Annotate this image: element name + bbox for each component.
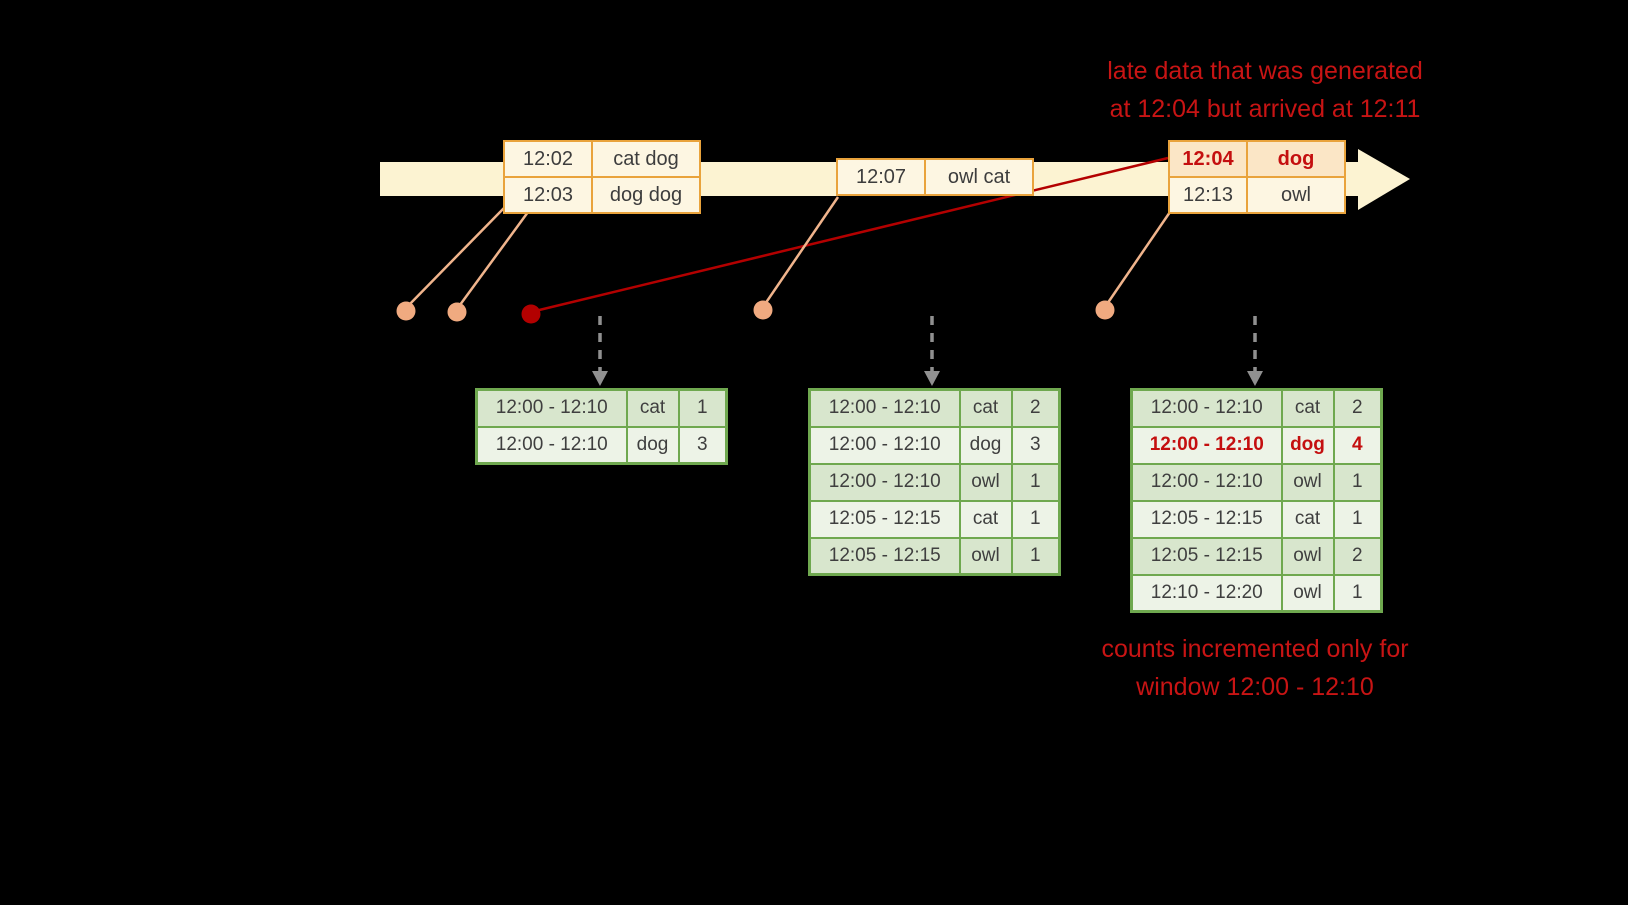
result-count: 1: [1332, 573, 1383, 613]
result-row: 12:00 - 12:10 cat 1: [475, 388, 728, 428]
result-word: owl: [1280, 573, 1335, 613]
result-window: 12:00 - 12:10: [475, 425, 628, 465]
result-window: 12:05 - 12:15: [1130, 536, 1283, 576]
event-row: 12:02 cat dog: [503, 140, 701, 178]
late-result-row: 12:00 - 12:10 dog 4: [1130, 425, 1383, 465]
result-count: 4: [1332, 425, 1383, 465]
late-event-dot: [521, 304, 541, 324]
result-row: 12:00 - 12:10 cat 2: [808, 388, 1061, 428]
late-data-note: late data that was generated at 12:04 bu…: [1035, 52, 1495, 128]
result-word: dog: [1280, 425, 1335, 465]
late-data-connector-line: [530, 156, 1169, 314]
result-word: dog: [625, 425, 680, 465]
event-time: 12:04: [1168, 140, 1248, 178]
result-window: 12:00 - 12:10: [808, 388, 961, 428]
event-row: 12:13 owl: [1168, 176, 1346, 214]
result-window: 12:05 - 12:15: [808, 536, 961, 576]
result-word: cat: [958, 388, 1013, 428]
result-window: 12:00 - 12:10: [475, 388, 628, 428]
result-word: dog: [958, 425, 1013, 465]
result-window: 12:05 - 12:15: [1130, 499, 1283, 539]
result-count: 3: [1010, 425, 1061, 465]
result-word: cat: [625, 388, 680, 428]
result-count: 1: [1010, 536, 1061, 576]
event-row: 12:07 owl cat: [836, 158, 1034, 196]
result-row: 12:00 - 12:10 owl 1: [1130, 462, 1383, 502]
connector-line: [761, 196, 840, 308]
result-row: 12:00 - 12:10 owl 1: [808, 462, 1061, 502]
result-row: 12:10 - 12:20 owl 1: [1130, 573, 1383, 613]
event-words: cat dog: [591, 140, 701, 178]
result-row: 12:00 - 12:10 cat 2: [1130, 388, 1383, 428]
result-window: 12:00 - 12:10: [808, 462, 961, 502]
result-row: 12:00 - 12:10 dog 3: [808, 425, 1061, 465]
result-row: 12:05 - 12:15 owl 2: [1130, 536, 1383, 576]
result-count: 3: [677, 425, 728, 465]
connector-line: [455, 211, 530, 310]
result-row: 12:05 - 12:15 owl 1: [808, 536, 1061, 576]
event-words: dog dog: [591, 176, 701, 214]
counts-note-line2: window 12:00 - 12:10: [1136, 673, 1374, 701]
result-window: 12:00 - 12:10: [808, 425, 961, 465]
result-word: owl: [958, 462, 1013, 502]
event-row: 12:03 dog dog: [503, 176, 701, 214]
event-time: 12:02: [503, 140, 593, 178]
result-row: 12:05 - 12:15 cat 1: [1130, 499, 1383, 539]
counts-note-line1: counts incremented only for: [1101, 635, 1409, 663]
result-word: cat: [1280, 499, 1335, 539]
event-dot: [1095, 300, 1115, 320]
event-words: dog: [1246, 140, 1346, 178]
result-word: cat: [958, 499, 1013, 539]
result-window: 12:00 - 12:10: [1130, 388, 1283, 428]
result-row: 12:05 - 12:15 cat 1: [808, 499, 1061, 539]
result-count: 2: [1010, 388, 1061, 428]
result-window: 12:00 - 12:10: [1130, 462, 1283, 502]
late-data-note-line2: at 12:04 but arrived at 12:11: [1109, 95, 1421, 123]
event-group-1207: 12:07 owl cat: [836, 158, 1034, 196]
result-word: owl: [1280, 536, 1335, 576]
event-dot: [753, 300, 773, 320]
result-count: 2: [1332, 536, 1383, 576]
result-count: 1: [1332, 462, 1383, 502]
connector-line: [1103, 211, 1172, 308]
result-window: 12:00 - 12:10: [1130, 425, 1283, 465]
late-event-row: 12:04 dog: [1168, 140, 1346, 178]
event-time: 12:13: [1168, 176, 1248, 214]
result-window: 12:10 - 12:20: [1130, 573, 1283, 613]
late-data-note-line1: late data that was generated: [1107, 57, 1423, 85]
timeline-arrowhead-icon: [1358, 149, 1410, 210]
event-words: owl cat: [924, 158, 1034, 196]
trigger-arrowhead-icon: [1247, 371, 1263, 386]
result-word: owl: [1280, 462, 1335, 502]
connector-line: [405, 207, 505, 309]
event-words: owl: [1246, 176, 1346, 214]
result-count: 1: [1010, 499, 1061, 539]
event-time: 12:03: [503, 176, 593, 214]
event-dot: [396, 301, 416, 321]
result-word: owl: [958, 536, 1013, 576]
counts-note: counts incremented only for window 12:00…: [1025, 630, 1485, 706]
result-table-1: 12:00 - 12:10 cat 1 12:00 - 12:10 dog 3: [475, 388, 728, 465]
trigger-arrowhead-icon: [924, 371, 940, 386]
event-group-1204-1213: 12:04 dog 12:13 owl: [1168, 140, 1346, 214]
result-table-2: 12:00 - 12:10 cat 2 12:00 - 12:10 dog 3 …: [808, 388, 1061, 576]
trigger-arrowhead-icon: [592, 371, 608, 386]
result-table-3: 12:00 - 12:10 cat 2 12:00 - 12:10 dog 4 …: [1130, 388, 1383, 613]
event-time: 12:07: [836, 158, 926, 196]
result-row: 12:00 - 12:10 dog 3: [475, 425, 728, 465]
result-count: 1: [1010, 462, 1061, 502]
result-count: 1: [1332, 499, 1383, 539]
result-window: 12:05 - 12:15: [808, 499, 961, 539]
result-count: 2: [1332, 388, 1383, 428]
event-group-1202-1203: 12:02 cat dog 12:03 dog dog: [503, 140, 701, 214]
event-dot: [447, 302, 467, 322]
result-word: cat: [1280, 388, 1335, 428]
result-count: 1: [677, 388, 728, 428]
